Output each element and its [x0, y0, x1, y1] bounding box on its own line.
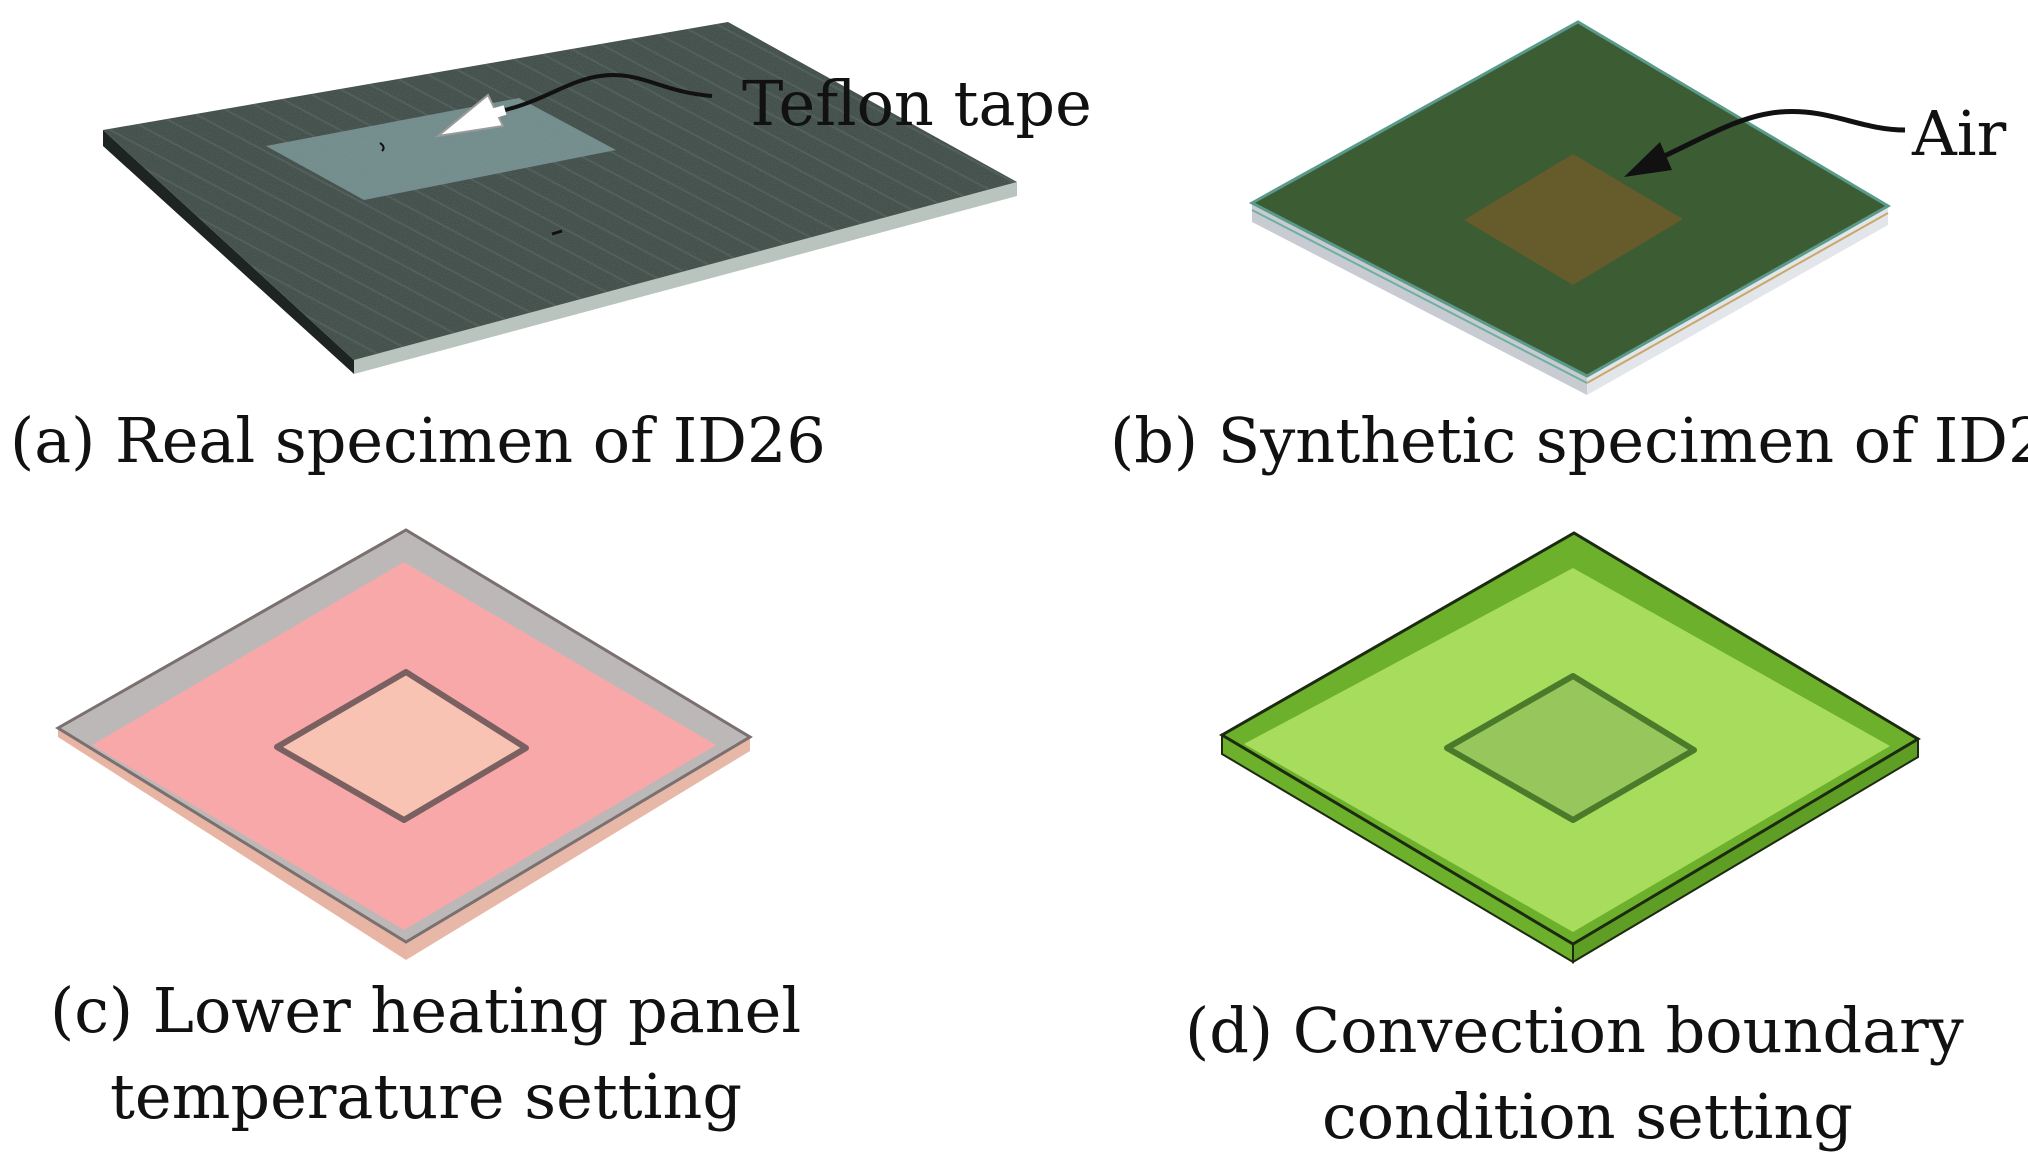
teflon-callout-arrow — [434, 73, 713, 138]
heating-panel-plate — [55, 528, 753, 960]
heating-frame-bottom-right — [406, 737, 750, 960]
air-callout-arrow — [1624, 109, 1906, 177]
synthetic-specimen-plate — [1248, 20, 1891, 395]
real-specimen-plate — [103, 22, 1017, 374]
surface-mark — [551, 229, 563, 236]
caption-d-line2: condition setting — [1322, 1080, 1853, 1153]
teflon-slit — [379, 142, 385, 152]
teflon-tape-label: Teflon tape — [742, 67, 1092, 140]
caption-b: (b) Synthetic specimen of ID26 — [1110, 404, 2028, 477]
panel-b: Air (b) Synthetic specimen of ID26 — [1110, 20, 2028, 477]
air-label: Air — [1911, 97, 2007, 170]
synthetic-layer-line — [1586, 212, 1889, 384]
real-specimen-speckle — [103, 22, 1017, 360]
caption-d-line1: (d) Convection boundary — [1185, 994, 1964, 1067]
convection-center-region — [1444, 673, 1697, 823]
real-specimen-side-left — [103, 130, 354, 374]
panel-d: (d) Convection boundary condition settin… — [1185, 531, 1964, 1153]
teflon-tape-patch — [266, 98, 616, 200]
heating-frame-bottom — [58, 728, 406, 960]
caption-c-line1: (c) Lower heating panel — [50, 974, 801, 1047]
synthetic-side-right — [1587, 206, 1888, 395]
panel-c: (c) Lower heating panel temperature sett… — [50, 528, 801, 1133]
panel-a: Teflon tape (a) Real specimen of ID26 — [10, 22, 1092, 477]
air-patch — [1464, 154, 1683, 285]
synthetic-layer-line — [1251, 209, 1588, 384]
caption-c-line2: temperature setting — [110, 1060, 742, 1133]
convection-panel-plate — [1219, 531, 1921, 964]
heating-center-region — [274, 669, 529, 823]
real-specimen-side-right — [354, 182, 1017, 374]
synthetic-side-left — [1252, 203, 1587, 395]
caption-a: (a) Real specimen of ID26 — [10, 404, 826, 477]
